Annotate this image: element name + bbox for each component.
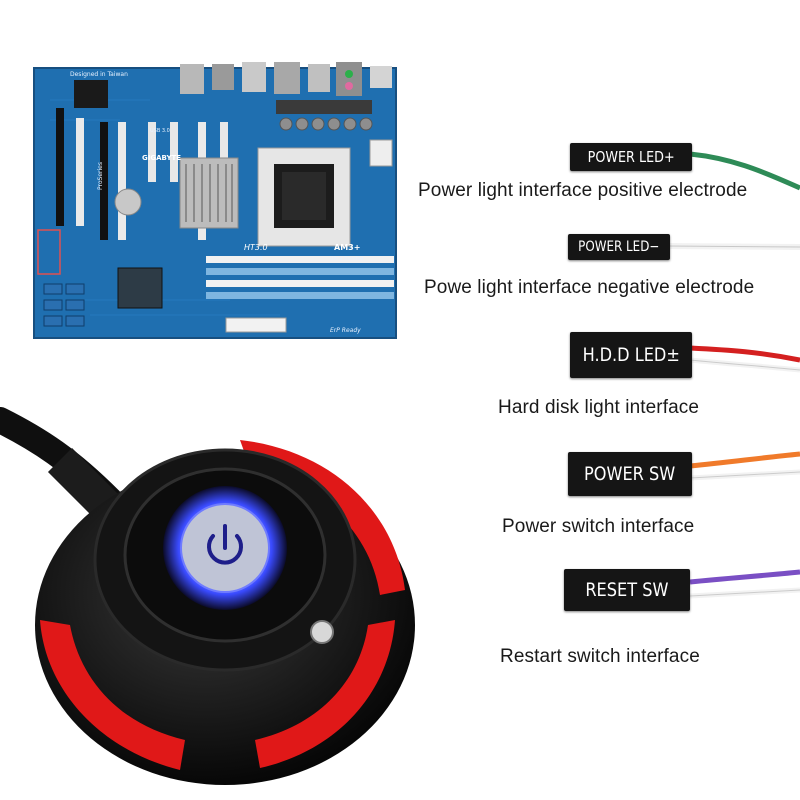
cmos-battery [114,188,142,216]
caption-hdd-led: Hard disk light interface [498,397,700,418]
mb-usb-label: USB 3.0 [150,128,170,134]
mb-durable-label: Ultra Durable [330,256,364,262]
plug-label: RESET SW [585,579,669,601]
caption-power-led-minus: Powe light interface negative electrode [424,277,755,298]
io-port-usb2 [308,64,330,92]
ram-slot-1 [206,256,394,263]
wire-reset-sw-a [689,569,800,585]
motherboard-drawing: Designed in Taiwan USB 3.0 GIGABYTE ProS… [33,62,397,339]
pci-slot-4 [118,122,126,240]
pci-slot-3 [100,122,108,240]
plug-label: H.D.D LED± [582,344,680,366]
mb-brand-label: GIGABYTE [142,154,181,162]
mb-series-label: ProSeries [97,162,104,190]
reset-button[interactable] [310,620,334,644]
pci-slot-2 [76,118,84,226]
mb-ht-label: HT3.0 [244,243,268,252]
ram-slot-4 [206,292,394,299]
plug-label: POWER SW [584,463,676,485]
red-trim-left [40,620,185,770]
mb-designed-label: Designed in Taiwan [70,71,128,78]
io-port-audio [336,62,362,96]
mb-socket-label: AM3+ [334,243,360,252]
io-port-usb [242,62,266,92]
ram-slot-2 [206,268,394,275]
atx-24pin-connector [225,317,287,333]
red-trim-right [255,620,395,768]
front-panel-header [37,229,61,275]
io-port-lan [274,62,300,94]
plug-power-sw: POWER SW [568,452,692,496]
plug-label: POWER LED+ [587,148,675,166]
pci-slot-1 [56,108,64,226]
power-icon[interactable] [207,524,243,565]
caption-power-sw: Power switch interface [502,516,695,537]
wire-power-sw-a [689,451,800,469]
caption-reset-sw: Restart switch interface [500,646,700,667]
plug-reset-sw: RESET SW [564,569,690,611]
plug-hdd-led: H.D.D LED± [570,332,692,378]
pcie-x1-1 [148,122,156,182]
plug-power-led-plus: POWER LED+ [570,143,692,171]
southbridge-chip [117,267,163,309]
io-port-ps2 [180,64,204,94]
io-port-vga [212,64,234,90]
wire-hdd-led-a [689,345,800,363]
motherboard-photo: Designed in Taiwan USB 3.0 GIGABYTE ProS… [30,60,402,342]
mb-ddr-label: DDR3 [248,256,262,262]
cpu-power-connector [369,139,393,167]
plug-label: POWER LED− [578,239,660,255]
wire-power-led-plus [689,151,800,191]
plug-power-led-minus: POWER LED− [568,234,670,260]
ram-slot-3 [206,280,394,287]
desk-power-button-photo [0,390,440,800]
io-chip [74,80,108,108]
caption-power-led-plus: Power light interface positive electrode [418,180,748,201]
mb-erp-label: ErP Ready [330,327,361,334]
power-button-drawing [0,407,415,785]
pcie-x1-2 [170,122,178,182]
